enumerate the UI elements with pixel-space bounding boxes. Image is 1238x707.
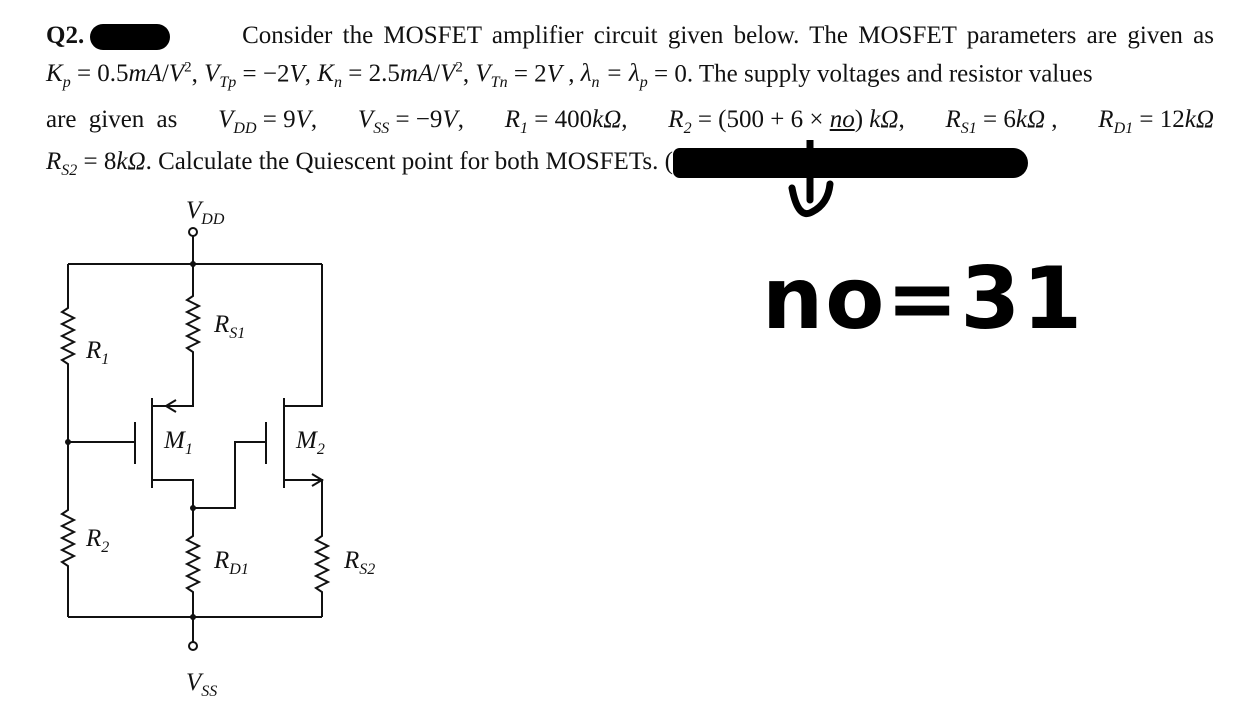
param-vss: VSS = −9V,: [357, 106, 464, 137]
vss-terminal: [188, 641, 198, 651]
mosfet-circuit-diagram: VDD R1 R2 VSS RS1 M1 RD1 M2 RS2: [59, 197, 375, 700]
param-lambda: λn = λp: [580, 60, 648, 92]
param-rs2: RS2 = 8kΩ: [46, 148, 146, 179]
question-line-4-text: . Calculate the Quiescent point for both…: [145, 148, 673, 175]
param-rs1: RS1 = 6kΩ ,: [945, 106, 1058, 137]
redaction-mark: [90, 24, 171, 51]
redaction-mark-2: [672, 148, 1028, 179]
m2-label: M2: [295, 427, 325, 458]
m1-label: M1: [163, 427, 193, 458]
question-line-2: Kp = 0.5mA/V2, VTp = −2V, Kn = 2.5mA/V2,…: [46, 60, 1093, 92]
question-line-2-tail: . The supply voltages and resistor value…: [686, 60, 1093, 88]
question-intro: Consider the MOSFET amplifier circuit gi…: [242, 22, 1214, 49]
param-r2: R2 = (500 + 6 × no) kΩ,: [668, 106, 905, 137]
question-line-3-prefix: are given as: [46, 106, 178, 133]
rs1-label: RS1: [213, 311, 245, 342]
param-vdd: VDD = 9V,: [218, 106, 318, 137]
param-vtp: VTp: [204, 60, 237, 92]
param-rd1: RD1 = 12kΩ: [1098, 106, 1214, 137]
question-number: Q2.: [46, 22, 85, 49]
rd1-label: RD1: [213, 547, 249, 578]
m2-source-arrow-icon: [311, 473, 324, 487]
handwritten-note: no=31: [762, 249, 1084, 349]
r1-label: R1: [85, 337, 109, 368]
handwritten-annotation: no=31: [762, 140, 1084, 349]
question-number-group: Q2.: [46, 22, 171, 51]
question-line-3: are given as VDD = 9V, VSS = −9V, R1 = 4…: [46, 106, 1214, 138]
vss-label: VSS: [186, 669, 217, 700]
vdd-terminal: [188, 227, 198, 237]
resistor-rs2: [313, 526, 331, 617]
param-kp-value: = 0.5mA/V2: [70, 60, 192, 88]
rs2-label: RS2: [343, 547, 375, 578]
vdd-label: VDD: [186, 197, 225, 228]
param-kp: Kp: [46, 60, 71, 92]
r2-label: R2: [85, 525, 109, 556]
resistor-r2: [59, 442, 77, 617]
question-line-4: RS2 = 8kΩ. Calculate the Quiescent point…: [46, 148, 1028, 180]
param-kn: Kn: [317, 60, 342, 92]
question-line-1: Q2. Consider the MOSFET amplifier circui…: [46, 22, 1214, 51]
param-vtn: VTn: [475, 60, 508, 92]
param-r1: R1 = 400kΩ,: [504, 106, 628, 137]
arrow-head-icon: [788, 180, 834, 217]
resistor-rd1: [184, 508, 202, 617]
resistor-rs1: [184, 264, 202, 362]
resistor-r1: [59, 264, 77, 442]
m1-source-arrow-icon: [165, 399, 177, 413]
